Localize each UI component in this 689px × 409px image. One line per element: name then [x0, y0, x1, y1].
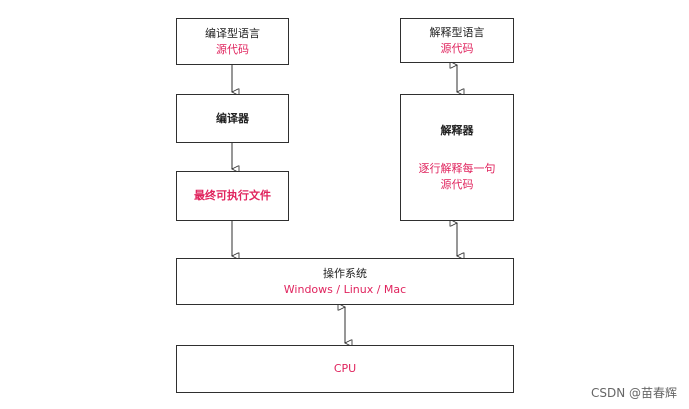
compiler-label: 编译器: [216, 111, 249, 125]
compiled-language-box: 编译型语言 源代码: [176, 18, 289, 65]
cpu-box: CPU: [176, 345, 514, 393]
compiled-language-source-code: 源代码: [216, 42, 249, 56]
operating-system-box: 操作系统 Windows / Linux / Mac: [176, 258, 514, 305]
operating-system-examples: Windows / Linux / Mac: [283, 282, 407, 296]
executable-box: 最终可执行文件: [176, 171, 289, 221]
interpreter-label: 解释器: [440, 123, 474, 137]
interpreter-description-line1: 逐行解释每一句: [418, 161, 496, 175]
operating-system-label: 操作系统: [323, 266, 367, 280]
compiled-language-title: 编译型语言: [205, 26, 260, 40]
cpu-label: CPU: [333, 362, 357, 375]
interpreter-description-line2: 源代码: [440, 177, 474, 191]
compiler-box: 编译器: [176, 94, 289, 143]
interpreted-language-source-code: 源代码: [440, 41, 474, 55]
interpreted-language-box: 解释型语言 源代码: [400, 18, 514, 63]
csdn-watermark: CSDN @苗春辉: [590, 386, 677, 400]
interpreter-box: 解释器 逐行解释每一句 源代码: [400, 94, 514, 221]
executable-label: 最终可执行文件: [194, 189, 271, 202]
interpreted-language-title: 解释型语言: [429, 25, 485, 39]
